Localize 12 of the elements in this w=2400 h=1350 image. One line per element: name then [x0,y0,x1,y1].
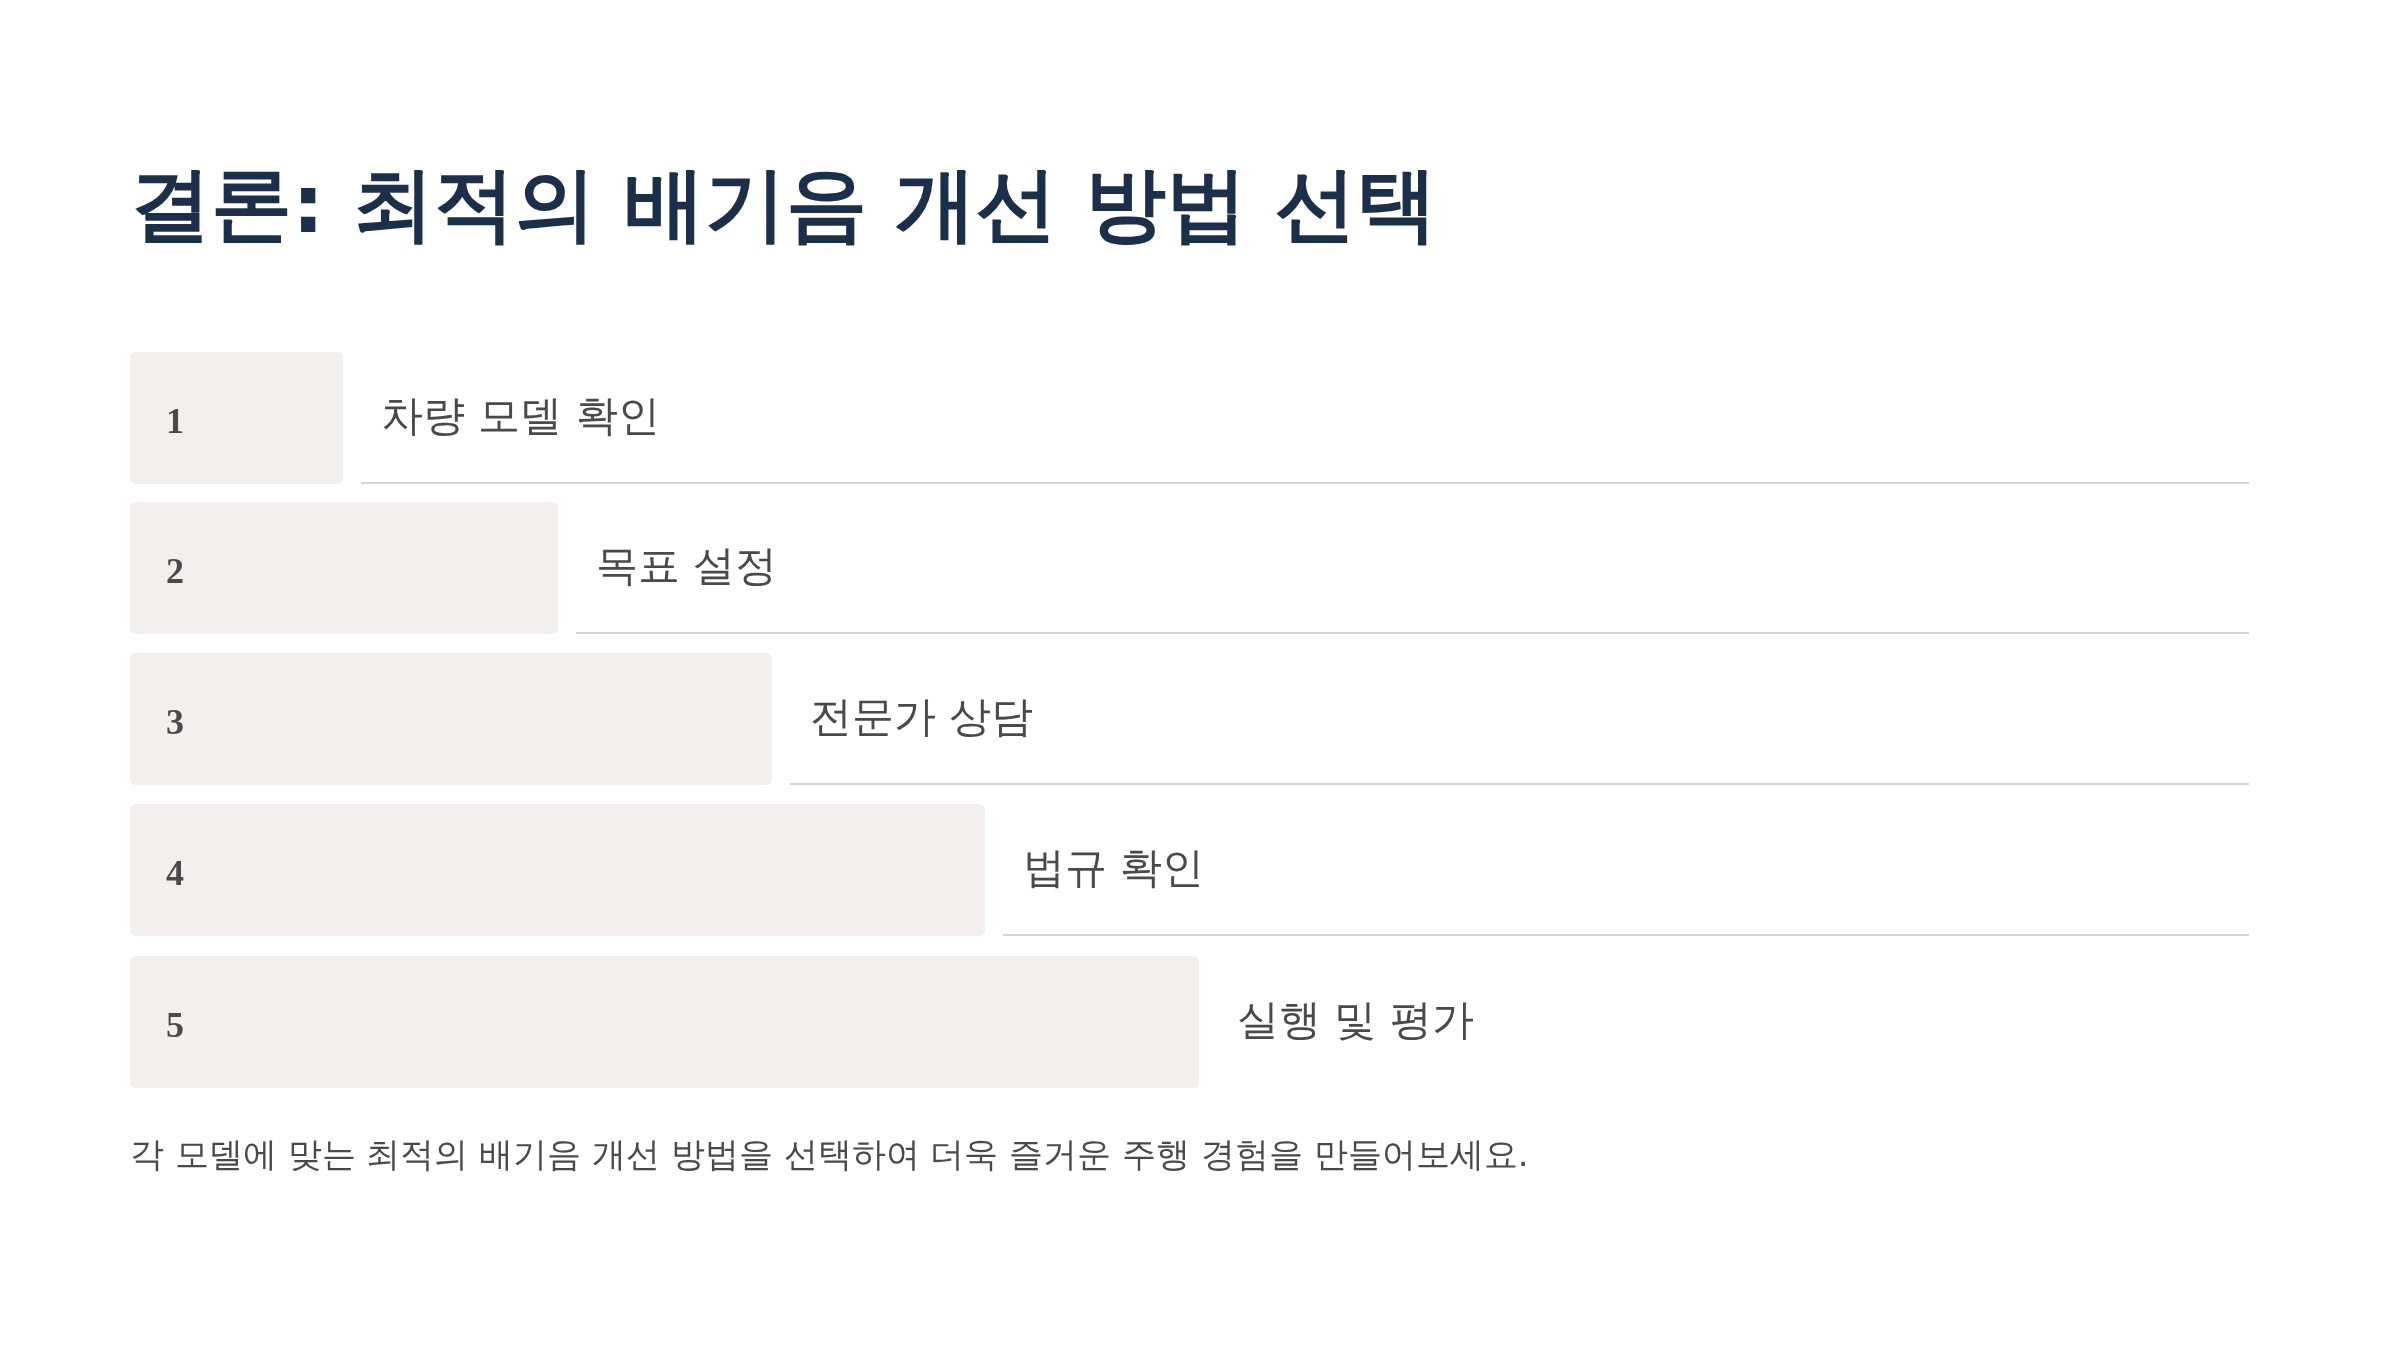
step-number: 5 [166,1004,184,1043]
caption: 각 모델에 맞는 최적의 배기음 개선 방법을 선택하여 더욱 즐거운 주행 경험을 만들어보세요. [130,1133,1529,1176]
step-number: 4 [166,852,184,891]
step-label: 전문가 상담 [810,692,1034,743]
step-label: 법규 확인 [1023,843,1205,894]
step-label: 목표 설정 [596,541,778,592]
step-label: 차량 모델 확인 [381,391,660,442]
step-label: 실행 및 평가 [1237,995,1474,1046]
step-number: 3 [166,701,184,740]
step-number: 2 [166,550,184,589]
step-number: 1 [166,400,184,439]
slide-title: 결론: 최적의 배기음 개선 방법 선택 [130,156,1438,253]
